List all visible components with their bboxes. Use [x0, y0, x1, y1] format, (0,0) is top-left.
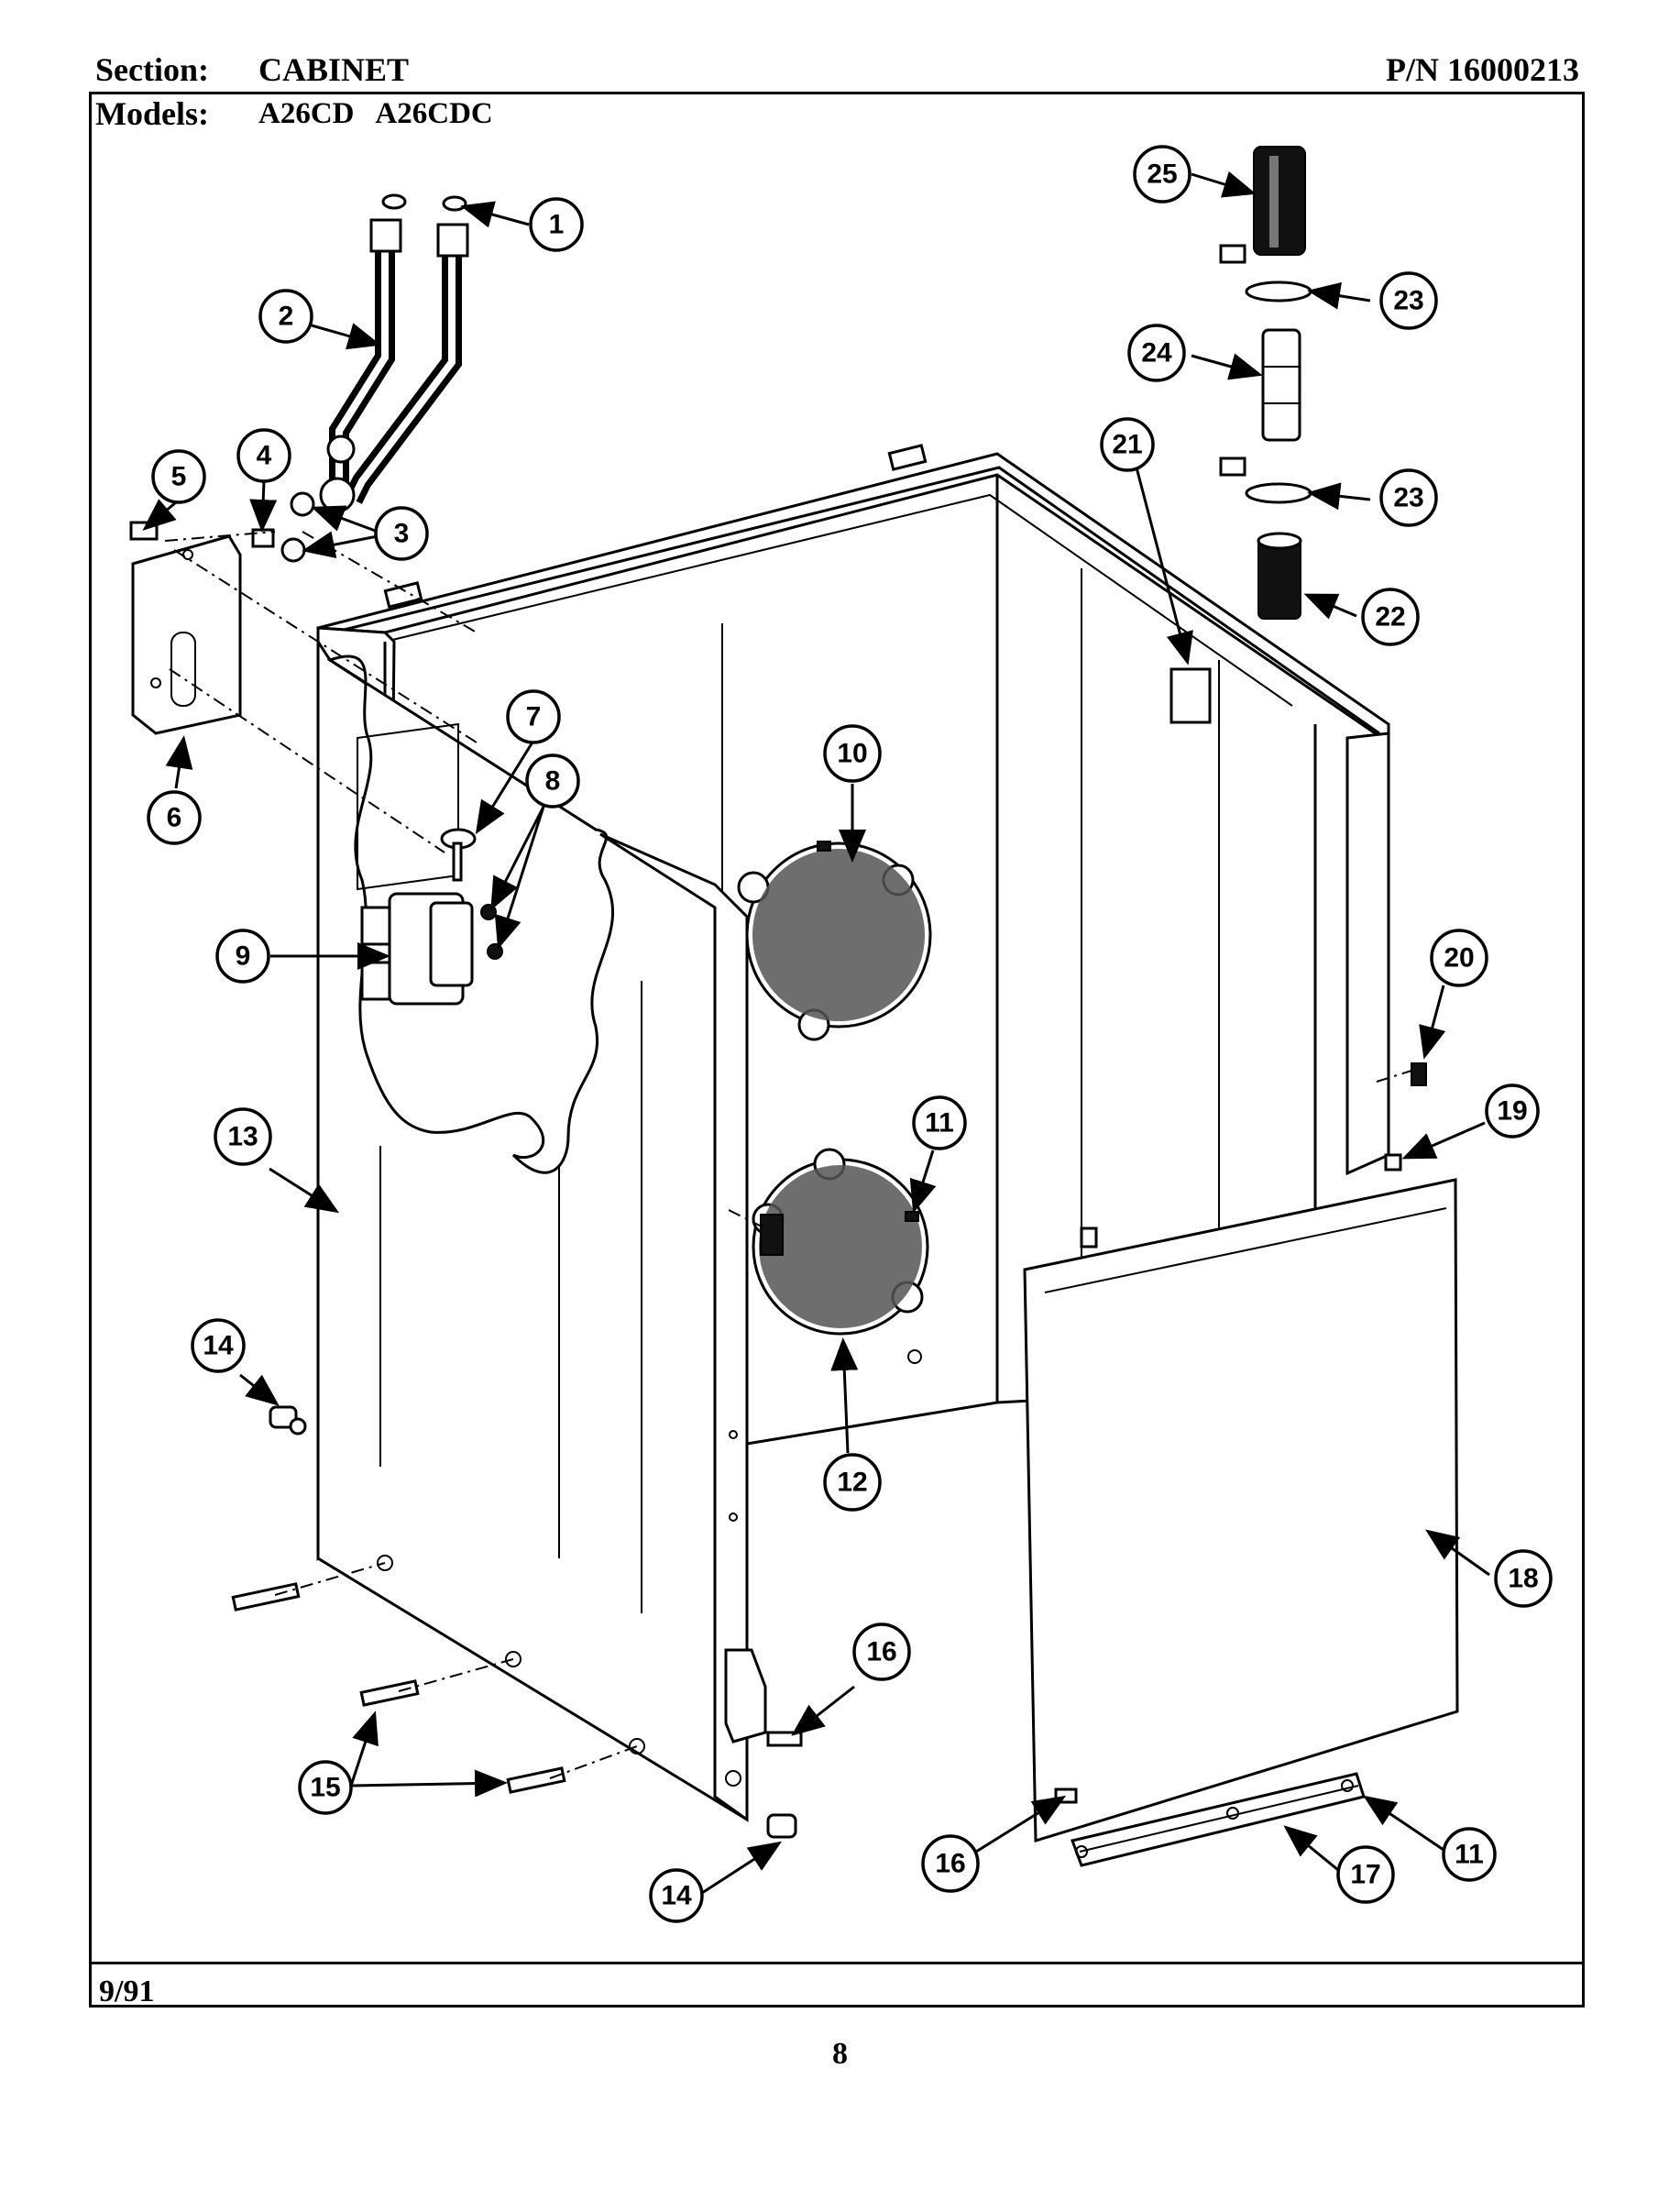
svg-text:23: 23: [1393, 286, 1423, 316]
models-list: A26CD A26CDC: [258, 97, 493, 130]
screw-15c: [506, 1766, 566, 1794]
svg-text:14: 14: [661, 1881, 692, 1911]
models-label: Models:: [95, 95, 209, 132]
water-valve: [360, 828, 503, 1006]
svg-text:3: 3: [394, 519, 410, 549]
svg-text:15: 15: [310, 1773, 340, 1803]
panel-clip: [1080, 1226, 1098, 1248]
callout-10: 10: [823, 724, 882, 783]
callout-8: 8: [525, 754, 580, 808]
callout-11-lower: 11: [1442, 1827, 1497, 1882]
callout-16-upper: 16: [852, 1622, 911, 1681]
svg-text:11: 11: [1455, 1840, 1484, 1870]
svg-text:17: 17: [1350, 1860, 1380, 1890]
callout-4: 4: [236, 428, 291, 483]
svg-text:11: 11: [925, 1108, 954, 1138]
callout-7: 7: [506, 689, 561, 744]
callout-17: 17: [1336, 1845, 1395, 1904]
svg-text:12: 12: [837, 1468, 867, 1498]
callout-25: 25: [1133, 145, 1191, 204]
svg-text:13: 13: [227, 1122, 258, 1152]
callout-23-lower: 23: [1379, 468, 1438, 527]
screw-15b: [359, 1679, 420, 1707]
svg-text:4: 4: [257, 441, 272, 471]
page-number: 8: [832, 2037, 848, 2071]
mounting-bracket: [131, 534, 242, 735]
leader-lines: [142, 170, 1490, 1895]
svg-text:24: 24: [1141, 338, 1172, 368]
filter-pad: [1169, 667, 1212, 724]
svg-text:18: 18: [1508, 1564, 1538, 1594]
svg-text:22: 22: [1375, 602, 1405, 632]
diagram-frame: [89, 92, 1585, 2008]
callout-11-upper: 11: [912, 1095, 967, 1150]
callout-13: 13: [214, 1107, 272, 1166]
revision-date: 9/91: [99, 1974, 155, 2008]
svg-text:5: 5: [171, 462, 187, 492]
svg-text:6: 6: [167, 803, 182, 833]
callout-6: 6: [147, 790, 202, 845]
front-panel: [1023, 1178, 1459, 1867]
svg-text:10: 10: [837, 739, 867, 769]
callout-24: 24: [1127, 324, 1186, 382]
screw-14-lower: [766, 1813, 797, 1839]
svg-text:16: 16: [866, 1637, 896, 1667]
svg-text:14: 14: [203, 1331, 234, 1361]
part-number: P/N 16000213: [1386, 51, 1579, 88]
footer-divider: [89, 1962, 1585, 1964]
callout-16-lower: 16: [921, 1834, 980, 1893]
svg-text:16: 16: [935, 1849, 965, 1879]
svg-text:2: 2: [279, 302, 294, 332]
section-title: CABINET: [258, 51, 410, 88]
svg-text:20: 20: [1444, 943, 1474, 974]
callout-20: 20: [1430, 929, 1488, 987]
drain-hose-assembly: [1219, 146, 1312, 620]
callout-23-upper: 23: [1379, 271, 1438, 330]
callout-14-upper: 14: [191, 1318, 246, 1373]
callout-15: 15: [298, 1760, 353, 1815]
callout-14-lower: 14: [649, 1868, 704, 1923]
callout-12: 12: [823, 1453, 882, 1512]
screw-5: [129, 521, 159, 541]
svg-text:8: 8: [545, 766, 561, 797]
callout-5: 5: [151, 449, 206, 504]
section-label: Section:: [95, 51, 209, 88]
svg-text:7: 7: [526, 702, 542, 732]
svg-text:23: 23: [1393, 483, 1423, 513]
screw-15a: [231, 1582, 301, 1612]
screw-10: [817, 841, 831, 852]
svg-text:21: 21: [1112, 430, 1142, 460]
svg-text:25: 25: [1147, 160, 1177, 190]
callout-1: 1: [529, 197, 584, 252]
callout-22: 22: [1361, 588, 1420, 646]
fill-hoses: [319, 218, 469, 513]
lower-disc: [752, 1148, 929, 1364]
svg-text:9: 9: [236, 941, 251, 972]
callout-21: 21: [1100, 417, 1155, 472]
svg-text:1: 1: [549, 210, 565, 240]
upper-disc: [737, 842, 932, 1041]
callout-2: 2: [258, 289, 313, 344]
callout-19: 19: [1485, 1084, 1540, 1138]
clip-20: [1411, 1062, 1427, 1086]
clip-16-upper: [766, 1731, 803, 1747]
callout-18: 18: [1494, 1549, 1553, 1608]
screw-11-upper: [905, 1211, 919, 1222]
svg-text:19: 19: [1497, 1096, 1527, 1127]
callout-9: 9: [215, 929, 270, 984]
clip-19: [1384, 1153, 1402, 1172]
callout-3: 3: [374, 506, 429, 561]
screw-14-upper: [269, 1405, 307, 1436]
